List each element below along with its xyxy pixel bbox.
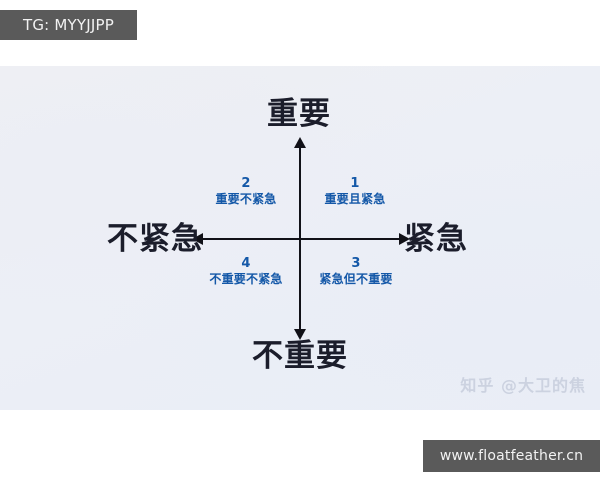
quadrant-2-number: 2 <box>241 176 251 191</box>
axis-label-not-urgent: 不紧急 <box>107 221 203 257</box>
quadrant-3-label: 紧急但不重要 <box>319 272 393 286</box>
arrow-right-icon <box>399 233 410 245</box>
axis-label-not-important-text: 不重要 <box>252 338 348 374</box>
quadrant-4-number: 4 <box>241 256 251 271</box>
horizontal-axis-line <box>203 238 399 240</box>
arrow-down-icon <box>294 329 306 340</box>
axis-label-urgent: 紧急 <box>404 221 468 257</box>
axis-label-important-text: 重要 <box>267 96 331 132</box>
quadrant-2: 2 重要不紧急 <box>196 176 296 207</box>
zhihu-watermark: 知乎 @大卫的焦 <box>460 376 586 395</box>
quadrant-1-number: 1 <box>350 176 360 191</box>
arrow-left-icon <box>192 233 203 245</box>
site-url-badge: www.floatfeather.cn <box>423 440 600 472</box>
quadrant-4: 4 不重要不紧急 <box>193 256 299 287</box>
quadrant-1-label: 重要且紧急 <box>324 192 386 206</box>
matrix-canvas: 重要 不重要 不紧急 紧急 2 重要不紧急 1 重要且紧急 4 不重要不紧急 3… <box>0 66 600 410</box>
axis-label-not-important: 不重要 <box>0 341 600 372</box>
quadrant-3-number: 3 <box>351 256 361 271</box>
quadrant-3: 3 紧急但不重要 <box>303 256 409 287</box>
axis-label-important: 重要 <box>0 99 600 130</box>
quadrant-4-label: 不重要不紧急 <box>209 272 283 286</box>
quadrant-2-label: 重要不紧急 <box>215 192 277 206</box>
quadrant-1: 1 重要且紧急 <box>305 176 405 207</box>
arrow-up-icon <box>294 137 306 148</box>
tg-handle-badge: TG: MYYJJPP <box>0 10 137 40</box>
